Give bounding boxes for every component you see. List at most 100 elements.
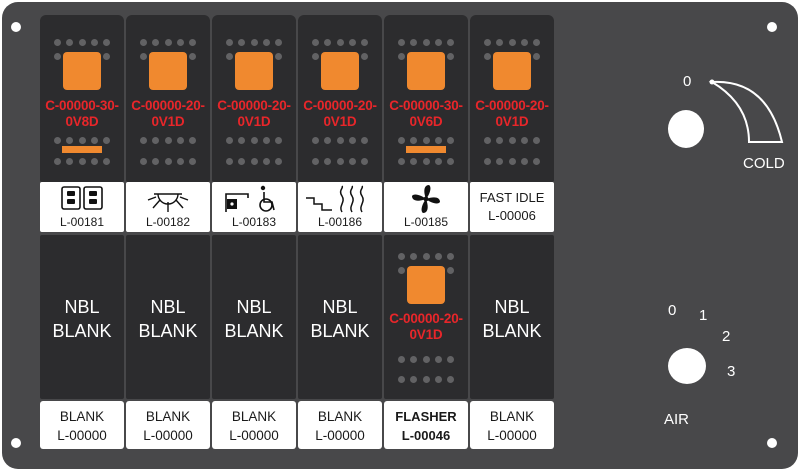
switch-code: C-00000-20- 0V1D bbox=[217, 98, 291, 129]
led-dots bbox=[312, 158, 368, 165]
legend-part-number: L-00182 bbox=[145, 215, 191, 229]
led-dots bbox=[140, 158, 196, 165]
label-title: BLANK bbox=[231, 409, 277, 424]
led-dots bbox=[226, 137, 282, 144]
blank-switch-text: NBL BLANK bbox=[224, 297, 284, 341]
led-dots bbox=[312, 39, 368, 46]
label-title: BLANK bbox=[145, 409, 191, 424]
led-dots bbox=[398, 39, 454, 46]
indicator-lamp bbox=[63, 52, 101, 90]
label-part-number: L-00000 bbox=[143, 428, 193, 443]
bottom-label-4: BLANK L-00000 bbox=[298, 401, 382, 449]
led-dots bbox=[54, 137, 110, 144]
switch-code: C-00000-20- 0V1D bbox=[389, 311, 463, 342]
led-dots bbox=[398, 158, 454, 165]
led-dots bbox=[226, 158, 282, 165]
rocker-switch-bottom-4[interactable]: NBL BLANK bbox=[298, 235, 382, 399]
indicator-lamp bbox=[321, 52, 359, 90]
indicator-lamp bbox=[493, 52, 531, 90]
legend-3: L-00183 bbox=[212, 182, 296, 232]
led-dots bbox=[398, 376, 454, 383]
legend-part-number: L-00183 bbox=[231, 215, 277, 229]
label-part-number: L-00000 bbox=[315, 428, 365, 443]
led-dots bbox=[398, 356, 454, 363]
mount-hole bbox=[767, 438, 777, 448]
label-part-number: L-00000 bbox=[57, 428, 107, 443]
led-dots bbox=[54, 39, 110, 46]
legend-4: L-00186 bbox=[298, 182, 382, 232]
air-pos-2: 2 bbox=[722, 328, 731, 345]
mount-hole bbox=[11, 438, 21, 448]
label-title: FLASHER bbox=[395, 409, 457, 424]
blank-switch-text: NBL BLANK bbox=[52, 297, 112, 341]
wheelchair-lift-icon bbox=[212, 184, 296, 214]
rocker-switch-bottom-3[interactable]: NBL BLANK bbox=[212, 235, 296, 399]
air-knob[interactable] bbox=[668, 348, 706, 384]
rocker-switch-top-1[interactable]: C-00000-30- 0V8D bbox=[40, 15, 124, 182]
work-light-icon bbox=[126, 184, 210, 214]
switch-code: C-00000-30- 0V6D bbox=[389, 98, 463, 129]
legend-title: FAST IDLE bbox=[479, 190, 545, 205]
legend-5: L-00185 bbox=[384, 182, 468, 232]
label-part-number: L-00000 bbox=[487, 428, 537, 443]
switch-code: C-00000-30- 0V8D bbox=[45, 98, 119, 129]
rocker-switch-top-5[interactable]: C-00000-30- 0V6D bbox=[384, 15, 468, 182]
switch-code: C-00000-20- 0V1D bbox=[303, 98, 377, 129]
rocker-switch-top-2[interactable]: C-00000-20- 0V1D bbox=[126, 15, 210, 182]
indicator-lamp bbox=[407, 52, 445, 90]
temp-knob[interactable] bbox=[668, 110, 704, 148]
led-dots bbox=[398, 137, 454, 144]
indicator-bar bbox=[406, 146, 446, 153]
legend-2: L-00182 bbox=[126, 182, 210, 232]
bottom-label-3: BLANK L-00000 bbox=[212, 401, 296, 449]
rocker-switch-bottom-1[interactable]: NBL BLANK bbox=[40, 235, 124, 399]
indicator-lamp bbox=[407, 266, 445, 304]
switch-code: C-00000-20- 0V1D bbox=[475, 98, 549, 129]
switch-code: C-00000-20- 0V1D bbox=[131, 98, 205, 129]
bottom-label-2: BLANK L-00000 bbox=[126, 401, 210, 449]
rocker-switch-top-4[interactable]: C-00000-20- 0V1D bbox=[298, 15, 382, 182]
led-dots bbox=[484, 158, 540, 165]
legend-part-number: L-00185 bbox=[403, 215, 449, 229]
air-pos-3: 3 bbox=[727, 363, 736, 380]
label-title: BLANK bbox=[317, 409, 363, 424]
air-pos-1: 1 bbox=[699, 307, 708, 324]
blank-switch-text: NBL BLANK bbox=[482, 297, 542, 341]
legend-part-number: L-00006 bbox=[488, 208, 536, 223]
rocker-switch-top-6[interactable]: C-00000-20- 0V1D bbox=[470, 15, 554, 182]
led-dots bbox=[312, 137, 368, 144]
legend-6: FAST IDLE L-00006 bbox=[470, 182, 554, 232]
led-dots bbox=[484, 39, 540, 46]
rocker-switch-bottom-2[interactable]: NBL BLANK bbox=[126, 235, 210, 399]
legend-part-number: L-00186 bbox=[317, 215, 363, 229]
mount-hole bbox=[11, 22, 21, 32]
legend-1: L-00181 bbox=[40, 182, 124, 232]
cold-arc-icon bbox=[708, 79, 784, 143]
led-dots bbox=[54, 158, 110, 165]
label-part-number: L-00000 bbox=[229, 428, 279, 443]
dual-lamp-icon bbox=[40, 184, 124, 214]
mount-hole bbox=[767, 22, 777, 32]
rocker-switch-top-3[interactable]: C-00000-20- 0V1D bbox=[212, 15, 296, 182]
cold-label: COLD bbox=[743, 155, 785, 172]
fan-icon bbox=[384, 184, 468, 214]
legend-part-number: L-00181 bbox=[59, 215, 105, 229]
rocker-switch-bottom-6[interactable]: NBL BLANK bbox=[470, 235, 554, 399]
temp-zero-label: 0 bbox=[683, 73, 692, 90]
air-label: AIR bbox=[664, 411, 690, 428]
air-pos-0: 0 bbox=[668, 302, 677, 319]
led-dots bbox=[398, 253, 454, 260]
led-dots bbox=[140, 39, 196, 46]
rocker-switch-bottom-5[interactable]: C-00000-20- 0V1D bbox=[384, 235, 468, 399]
indicator-bar bbox=[62, 146, 102, 153]
led-dots bbox=[484, 137, 540, 144]
blank-switch-text: NBL BLANK bbox=[138, 297, 198, 341]
step-heater-icon bbox=[298, 184, 382, 214]
blank-switch-text: NBL BLANK bbox=[310, 297, 370, 341]
bottom-label-5: FLASHER L-00046 bbox=[384, 401, 468, 449]
label-part-number: L-00046 bbox=[401, 428, 451, 443]
led-dots bbox=[226, 39, 282, 46]
